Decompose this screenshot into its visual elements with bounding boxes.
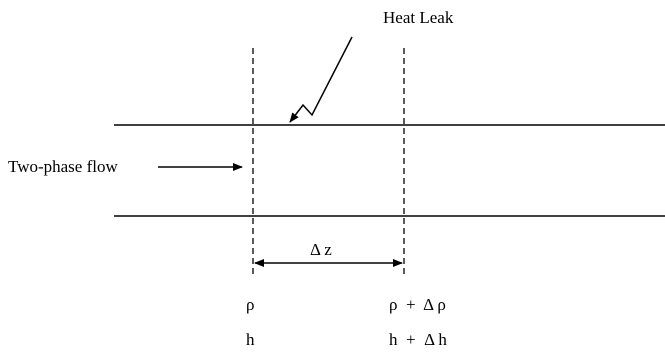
enthalpy-right-label: h + Δ h xyxy=(389,330,447,349)
heat-leak-label: Heat Leak xyxy=(383,8,454,27)
density-right-label: ρ + Δ ρ xyxy=(389,295,446,314)
two-phase-flow-label: Two-phase flow xyxy=(8,157,118,176)
heat-leak-arrow xyxy=(289,36,353,123)
delta-z-label: Δ z xyxy=(310,240,332,259)
enthalpy-left-label: h xyxy=(246,330,255,349)
density-left-label: ρ xyxy=(246,295,255,314)
